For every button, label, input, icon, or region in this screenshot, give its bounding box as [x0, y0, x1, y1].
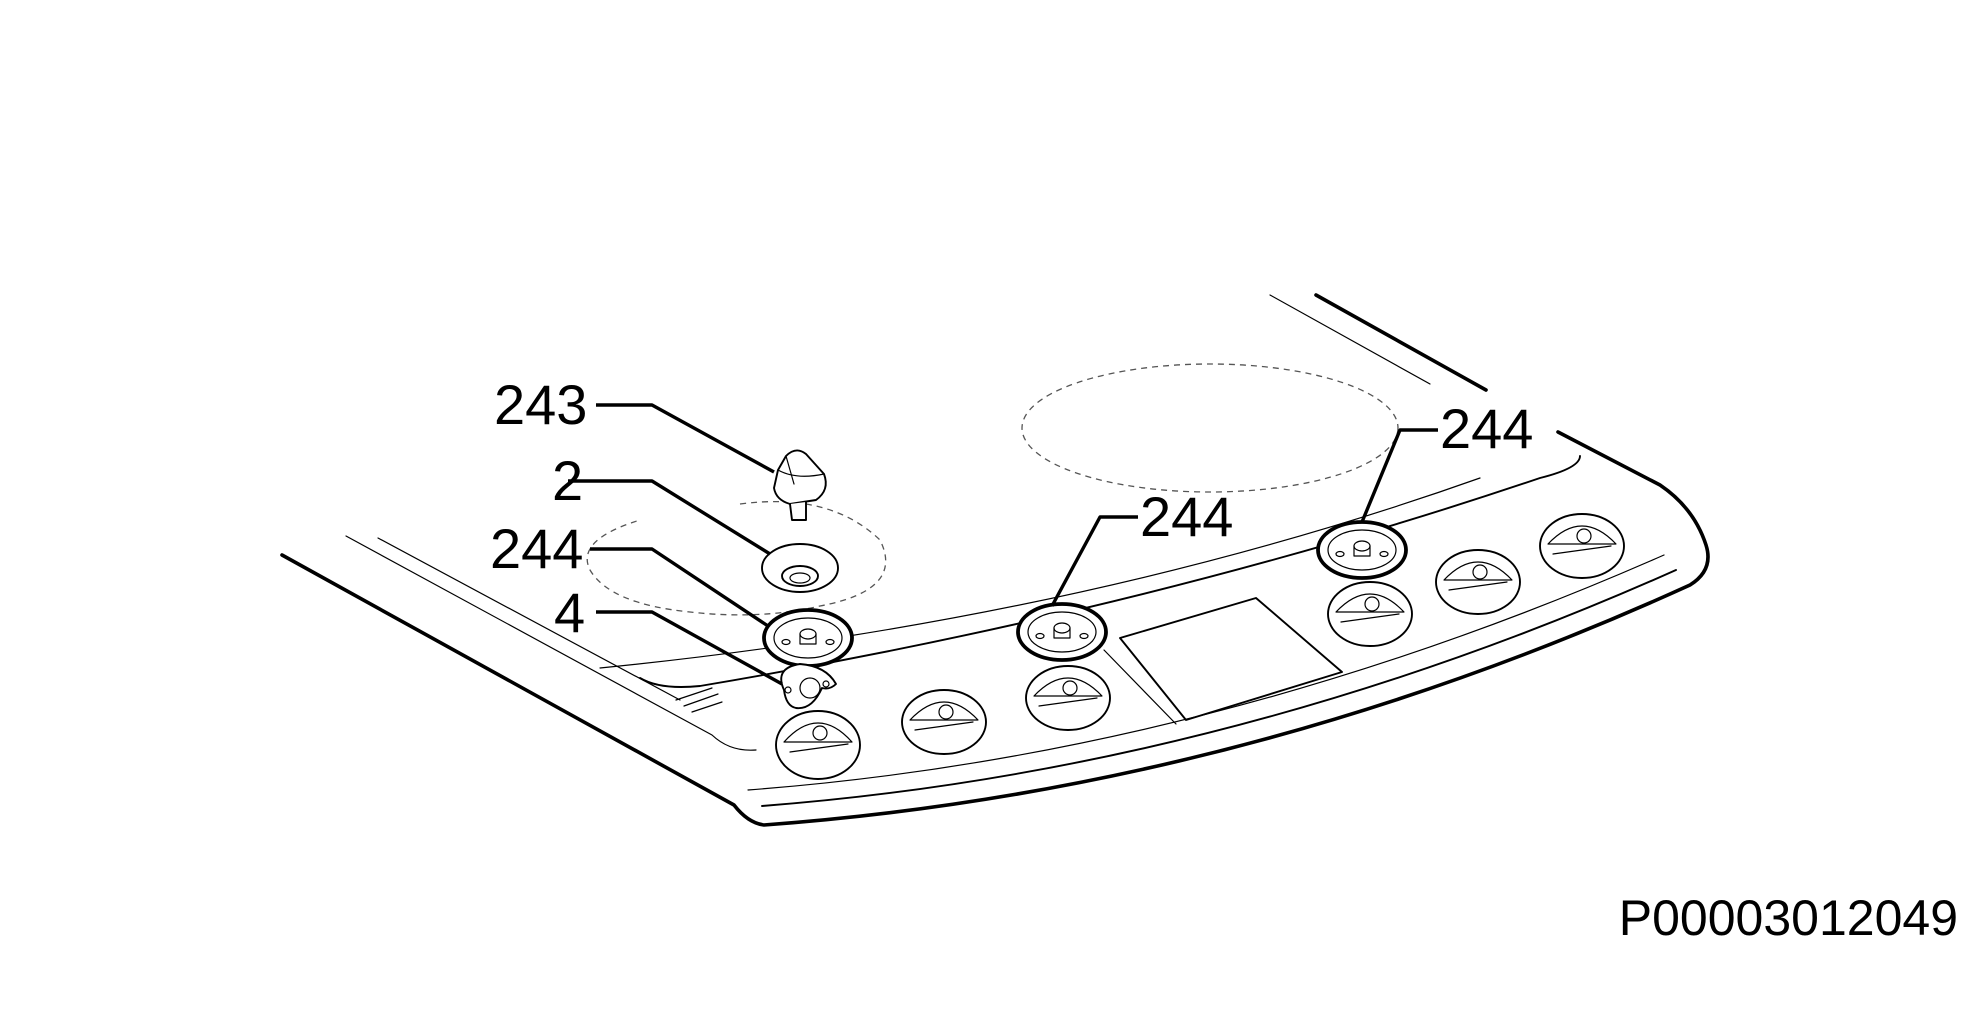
label-244-middle: 244: [1140, 485, 1233, 548]
control-panel: [280, 293, 1710, 827]
leader-lines: [568, 403, 1438, 686]
knob-recess-4: [1327, 581, 1413, 647]
panel-front-lip: [761, 569, 1677, 807]
panel-outline-back: [1314, 293, 1488, 392]
part-labels: 243 2 244 4 244 244 P00003012049: [490, 373, 1958, 946]
knob-recess-5: [1435, 549, 1521, 615]
leader-244-middle: [1050, 515, 1138, 607]
panel-shading: [675, 687, 723, 713]
knob-recess-6: [1539, 513, 1625, 579]
seal-ring-middle-part: [1016, 602, 1108, 662]
panel-back-edge: [1269, 294, 1431, 385]
cam-washer-part: [780, 663, 837, 710]
knob-recess-2: [901, 689, 987, 755]
panel-left-edge-1: [345, 535, 757, 751]
seal-ring-right-part: [1316, 520, 1408, 580]
label-244-left: 244: [490, 517, 583, 580]
knob-bezel-part: [761, 543, 839, 593]
label-4: 4: [554, 581, 585, 644]
seal-ring-left-part: [762, 608, 854, 668]
knob-recess-1: [775, 710, 861, 780]
label-244-right: 244: [1440, 397, 1533, 460]
leader-243: [596, 403, 775, 474]
leader-2: [568, 479, 771, 556]
drawing-code: P00003012049: [1619, 890, 1958, 946]
knob-recess-3: [1025, 665, 1111, 731]
hob-zone-right: [1021, 363, 1399, 493]
display-window: [1119, 597, 1343, 721]
panel-top-line: [639, 455, 1581, 688]
label-2: 2: [552, 449, 583, 512]
hob-zone-left: [586, 501, 887, 616]
leader-244-left: [590, 547, 769, 628]
display-window-inner: [1103, 649, 1177, 725]
panel-left-edge-2: [377, 537, 681, 701]
label-243: 243: [494, 373, 587, 436]
control-knob-part: [773, 449, 827, 521]
leader-4: [596, 610, 783, 686]
panel-outline-left: [280, 430, 1710, 827]
leader-244-right: [1360, 428, 1438, 523]
knob-recesses: [775, 513, 1625, 780]
